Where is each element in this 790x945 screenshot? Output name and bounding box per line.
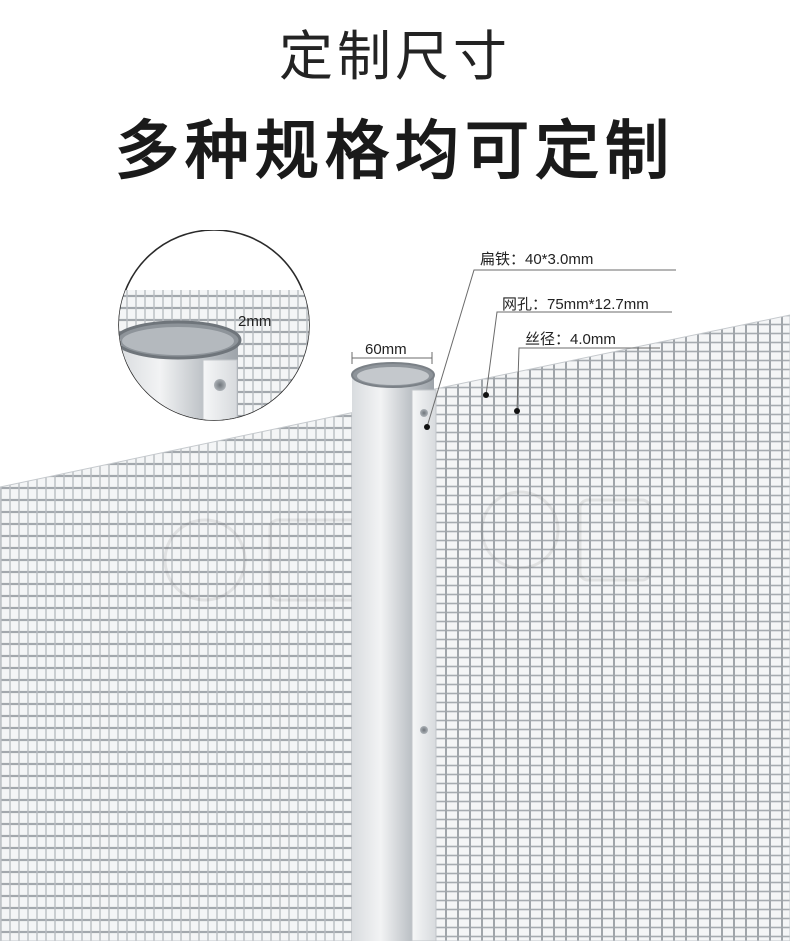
- page-subtitle: 多种规格均可定制: [115, 115, 675, 189]
- right-mesh-panel: [429, 314, 790, 942]
- watermark: [163, 490, 652, 602]
- fence-drawing: [0, 229, 790, 942]
- mesh-opening-label: 网孔：75mm*12.7mm: [502, 296, 649, 313]
- callout-dots: [424, 392, 520, 430]
- post-diameter-label: 60mm: [365, 341, 407, 358]
- page-title: 定制尺寸: [279, 25, 511, 88]
- post-detail-inset: [118, 229, 310, 421]
- left-mesh-panel: [0, 411, 356, 942]
- wall-thickness-label: 2mm: [238, 313, 272, 330]
- fence-illustration: 2mm 60mm 扁铁：40*3.0mm 网孔：75mm*12.7mm 丝径：4…: [0, 229, 790, 942]
- callout-leaders: [351, 269, 676, 428]
- flat-bar-label: 扁铁：40*3.0mm: [480, 251, 594, 268]
- fence-post: [351, 362, 437, 942]
- wire-diameter-label: 丝径：4.0mm: [525, 331, 616, 348]
